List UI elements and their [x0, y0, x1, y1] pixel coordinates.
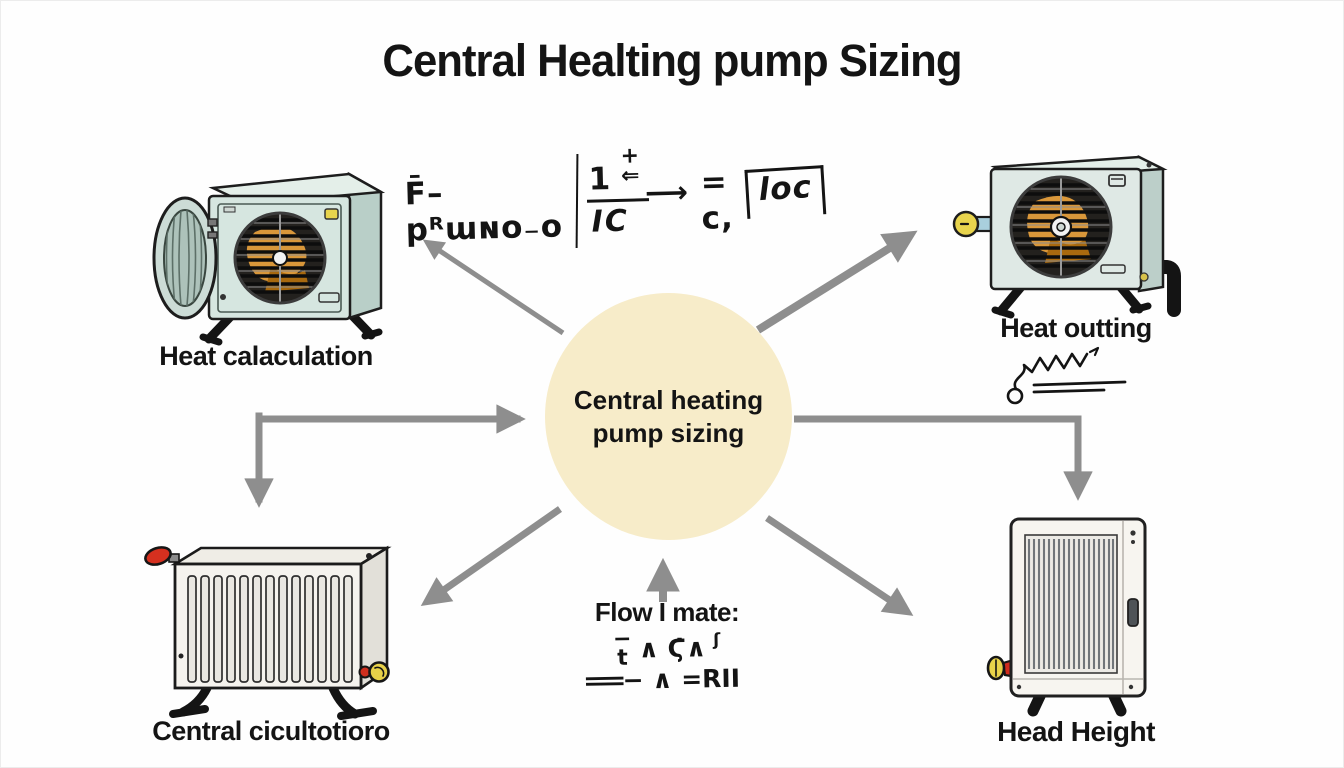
top-formula-numerator: 1 [588, 161, 612, 198]
tall-radiator-icon [986, 517, 1147, 717]
label-bottom-right: Head Height [997, 716, 1155, 747]
page-title: Central Healting pump Sizing [382, 35, 962, 86]
arrow-to-top-right [755, 230, 918, 334]
flow-formula-mid: ∧ Ϛ̇∧ [638, 632, 707, 664]
flow-formula-rest: − ∧ =RII [622, 664, 741, 696]
top-formula-small-arrow: ⇐ [620, 163, 641, 189]
resistor-squiggle-icon [1006, 346, 1127, 405]
top-formula: F̄– pᴿɯɴo₋o 1 + ⇐ IC ⟶ = c, loc [404, 143, 827, 253]
flow-rate-label: Flow I mate: [594, 597, 740, 627]
arrow-to-top-left [422, 239, 565, 336]
top-formula-fraction: 1 + ⇐ IC [586, 143, 650, 240]
arrow-right-elbow-down [794, 415, 1093, 501]
top-formula-bar [575, 153, 579, 248]
label-top-left: Heat calaculation [159, 341, 373, 371]
label-bottom-left: Central cicultotioro [152, 716, 390, 746]
arrow-to-bottom-right [765, 515, 914, 616]
arrow-to-bottom-left [420, 506, 563, 607]
top-formula-equals: = c, [700, 164, 735, 237]
label-top-right: Heat outting [1000, 313, 1152, 343]
radiator-icon [144, 545, 392, 720]
fan-heater-pipes-icon [952, 154, 1181, 319]
top-formula-lhs: F̄– pᴿɯɴo₋o [404, 175, 564, 249]
top-formula-arrow: ⟶ [644, 174, 690, 211]
flow-formula-doubleline: = [579, 666, 631, 696]
flow-formula-sup: ʃ [712, 629, 721, 650]
flow-rate-formula: − t ∧ Ϛ̇∧ ʃ = − ∧ =RII [556, 627, 777, 696]
center-node-line2: pump sizing [592, 417, 745, 448]
center-node: Central heating pump sizing [545, 293, 792, 540]
top-formula-denominator: IC [591, 203, 630, 240]
fan-heater-open-door-icon [152, 171, 386, 346]
top-formula-boxed-loc: loc [744, 164, 827, 219]
flow-rate-block: Flow I mate: − t ∧ Ϛ̇∧ ʃ = − ∧ =RII [556, 597, 777, 696]
center-node-line1: Central heating [573, 385, 764, 415]
